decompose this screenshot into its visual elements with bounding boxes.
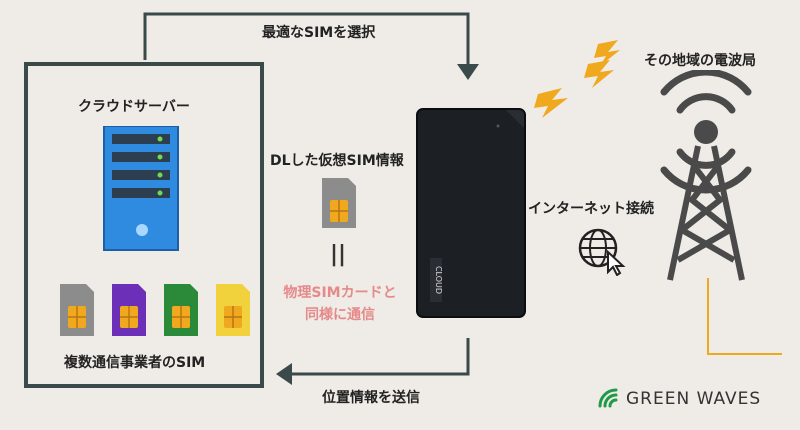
cloud-server-box (24, 62, 264, 388)
physical-sim-note: 物理SIMカードと 同様に通信 (270, 282, 410, 326)
router-brand: CLOUD (434, 266, 443, 294)
cloud-server-caption: 複数通信事業者のSIM (64, 355, 206, 371)
lightning-icon (534, 88, 568, 118)
radio-tower-icon (660, 70, 752, 281)
bottom-arrow-head (276, 363, 292, 385)
lightning-icons (534, 40, 620, 118)
sim-card-icon (60, 284, 94, 336)
internet-label: インターネット接続 (528, 201, 654, 217)
physical-sim-note-line2: 同様に通信 (305, 307, 375, 323)
top-arrow-head (457, 64, 479, 80)
server-icon (103, 126, 179, 251)
router-device: CLOUD (416, 108, 526, 318)
globe-cursor-icon (578, 228, 626, 276)
sim-card-row (58, 282, 258, 338)
sim-card-icon (112, 284, 146, 336)
sim-card-icon (216, 284, 250, 336)
cloud-server-title: クラウドサーバー (78, 99, 190, 115)
physical-sim-note-line1: 物理SIMカードと (283, 285, 397, 301)
lightning-icon (594, 40, 620, 66)
bottom-arrow-label: 位置情報を送信 (322, 390, 420, 406)
green-waves-logo-icon (598, 388, 618, 408)
sim-card-icon (164, 284, 198, 336)
tower-label: その地域の電波局 (644, 53, 756, 69)
lightning-icon (584, 60, 614, 88)
equals-sign: || (330, 242, 347, 267)
virtual-sim-label: DLした仮想SIM情報 (270, 153, 404, 169)
top-arrow-label: 最適なSIMを選択 (262, 25, 376, 41)
green-waves-logo-text: GREEN WAVES (626, 389, 762, 409)
virtual-sim-icon (322, 178, 356, 228)
